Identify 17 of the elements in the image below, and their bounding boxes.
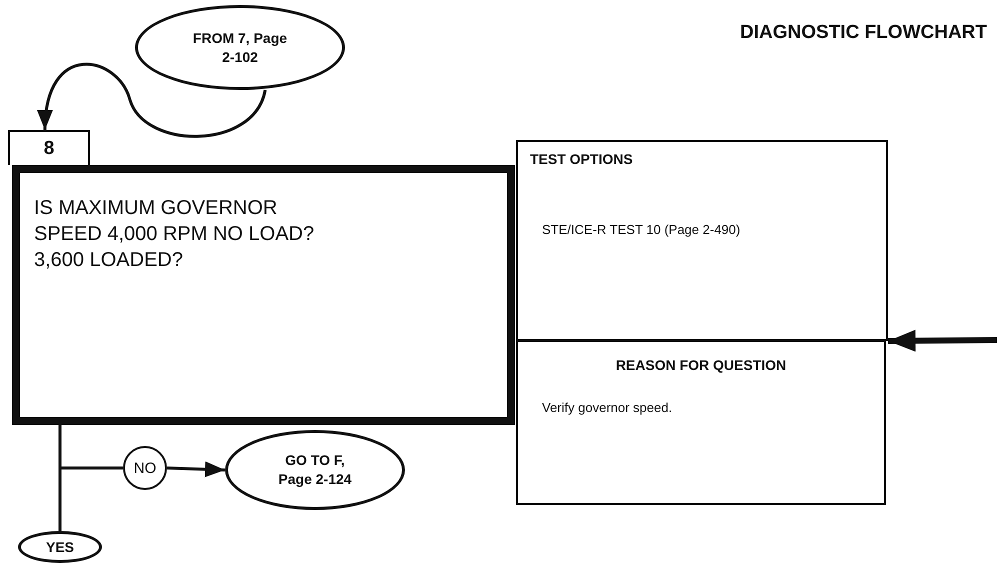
panel-heading: REASON FOR QUESTION [614,357,788,373]
step-number-tab: 8 [8,130,90,165]
connector-line [58,425,62,531]
connector-oval: FROM 7, Page 2-102 [135,5,345,90]
test-options-panel [516,140,888,341]
arrow [166,461,226,478]
panel-text: Verify governor speed. [542,400,672,415]
answer-circle: NO [123,446,167,490]
reason-panel [516,340,886,505]
question-box: IS MAXIMUM GOVERNOR SPEED 4,000 RPM NO LOAD? 3,600 LOADED? [12,165,515,425]
chart-title: DIAGNOSTIC FLOWCHART [740,22,987,44]
arrow [38,62,267,138]
panel-text: STE/ICE-R TEST 10 (Page 2-490) [542,222,740,237]
panel-heading: TEST OPTIONS [530,151,633,167]
arrow [888,330,998,352]
answer-oval: YES [18,531,102,563]
goto-oval: GO TO F, Page 2-124 [225,430,405,510]
